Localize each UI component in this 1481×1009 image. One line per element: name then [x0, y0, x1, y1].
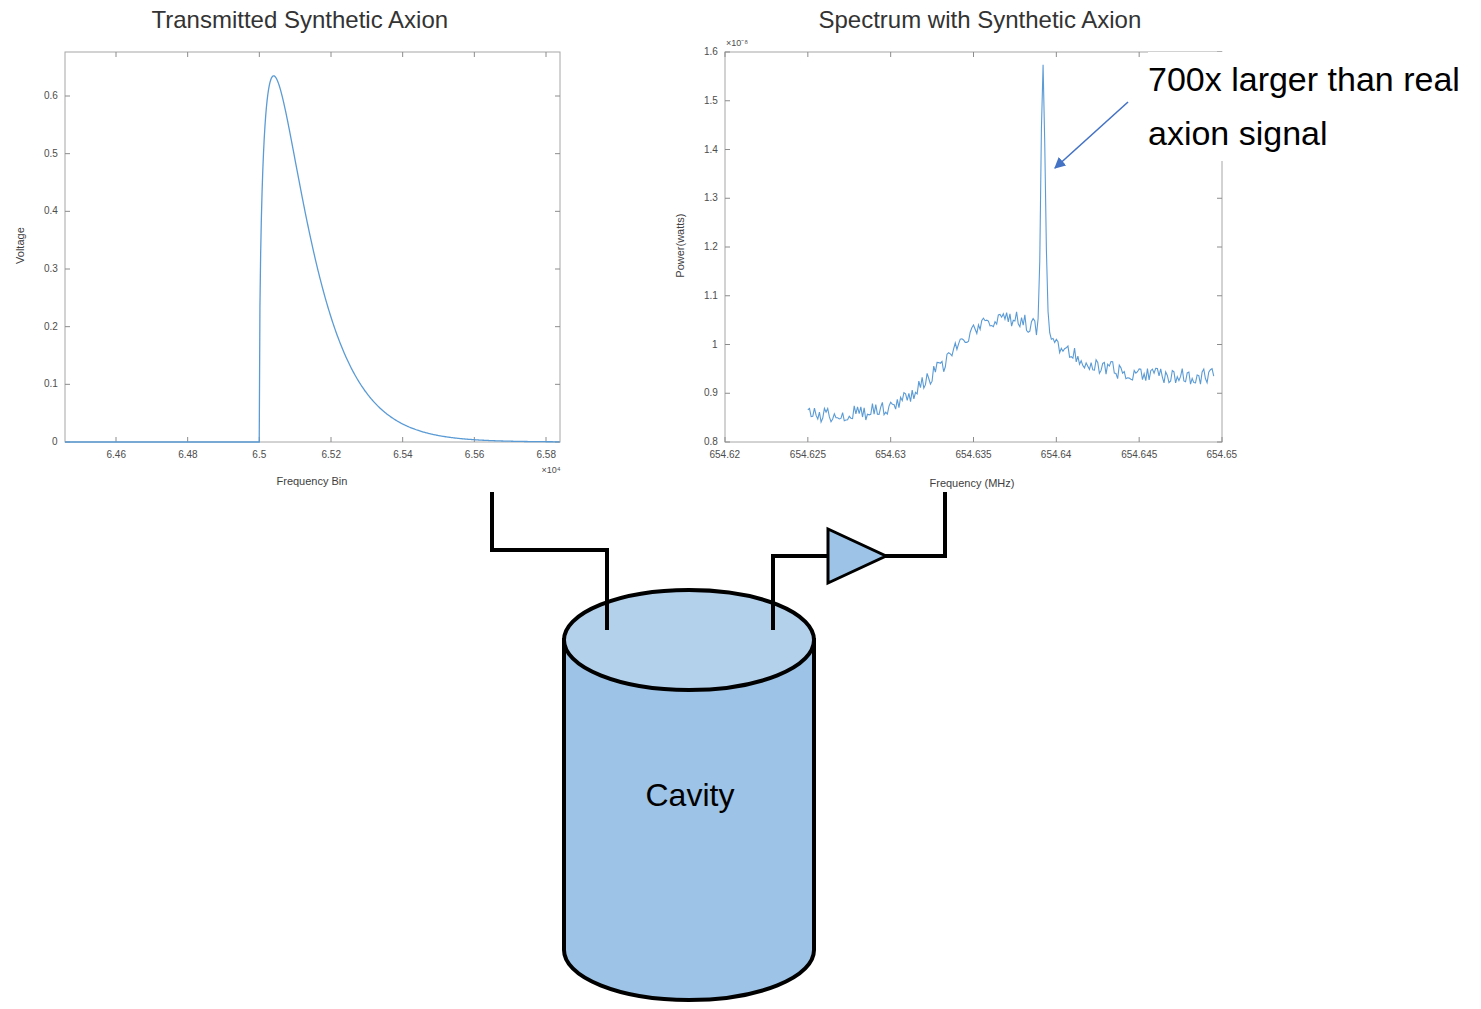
- amplifier-symbol: [828, 529, 886, 583]
- tick-label: 0.4: [44, 205, 58, 217]
- tick-label: 654.62: [710, 449, 741, 461]
- tick-label: 1: [712, 339, 718, 351]
- tick-label: 1.5: [704, 95, 718, 107]
- tick-label: 6.56: [465, 449, 484, 461]
- tick-label: 6.48: [178, 449, 197, 461]
- signal-wire: [773, 492, 945, 630]
- tick-label: 0: [52, 436, 58, 448]
- tick-label: 0.3: [44, 263, 58, 275]
- tick-label: 0.9: [704, 387, 718, 399]
- tick-label: 0.6: [44, 90, 58, 102]
- tick-label: 654.645: [1121, 449, 1157, 461]
- tick-label: 654.65: [1207, 449, 1238, 461]
- tick-label: 0.2: [44, 321, 58, 333]
- tick-label: 6.58: [537, 449, 556, 461]
- cavity-label: Cavity: [646, 776, 735, 814]
- tick-label: 1.2: [704, 241, 718, 253]
- axis-label: Frequency Bin: [277, 475, 348, 488]
- tick-label: 654.625: [790, 449, 826, 461]
- tick-label: 6.54: [393, 449, 412, 461]
- leader-line: [1055, 102, 1128, 168]
- axis-label: Frequency (MHz): [930, 477, 1015, 490]
- plot-title: Spectrum with Synthetic Axion: [819, 6, 1142, 35]
- tick-label: 1.4: [704, 144, 718, 156]
- cavity-cylinder: Cavity: [561, 588, 817, 1004]
- axis-multiplier: ×10⁻⁸: [726, 38, 748, 49]
- tick-label: 1.1: [704, 290, 718, 302]
- cylinder-top: [564, 590, 814, 690]
- tick-label: 1.6: [704, 46, 718, 58]
- plot-panel: Transmitted Synthetic AxionVoltageFreque…: [0, 0, 580, 492]
- axis-label: Power(watts): [674, 213, 687, 277]
- tick-label: 0.1: [44, 378, 58, 390]
- tick-label: 0.5: [44, 148, 58, 160]
- annotation-note: 700x larger than real axion signal: [1148, 52, 1478, 161]
- axis-label: Voltage: [13, 227, 26, 264]
- tick-label: 1.3: [704, 192, 718, 204]
- signal-wire: [492, 492, 607, 630]
- axion-curve: [65, 76, 560, 442]
- plot-frame: [65, 52, 560, 442]
- tick-label: 0.8: [704, 436, 718, 448]
- tick-label: 6.5: [252, 449, 266, 461]
- axis-multiplier: ×10⁴: [542, 465, 561, 476]
- tick-label: 654.63: [875, 449, 906, 461]
- tick-marks: [65, 52, 560, 442]
- tick-label: 6.52: [322, 449, 341, 461]
- plot-title: Transmitted Synthetic Axion: [152, 6, 449, 35]
- cylinder-body: [564, 640, 814, 1000]
- tick-label: 654.64: [1041, 449, 1072, 461]
- tick-label: 654.635: [956, 449, 992, 461]
- tick-label: 6.46: [107, 449, 126, 461]
